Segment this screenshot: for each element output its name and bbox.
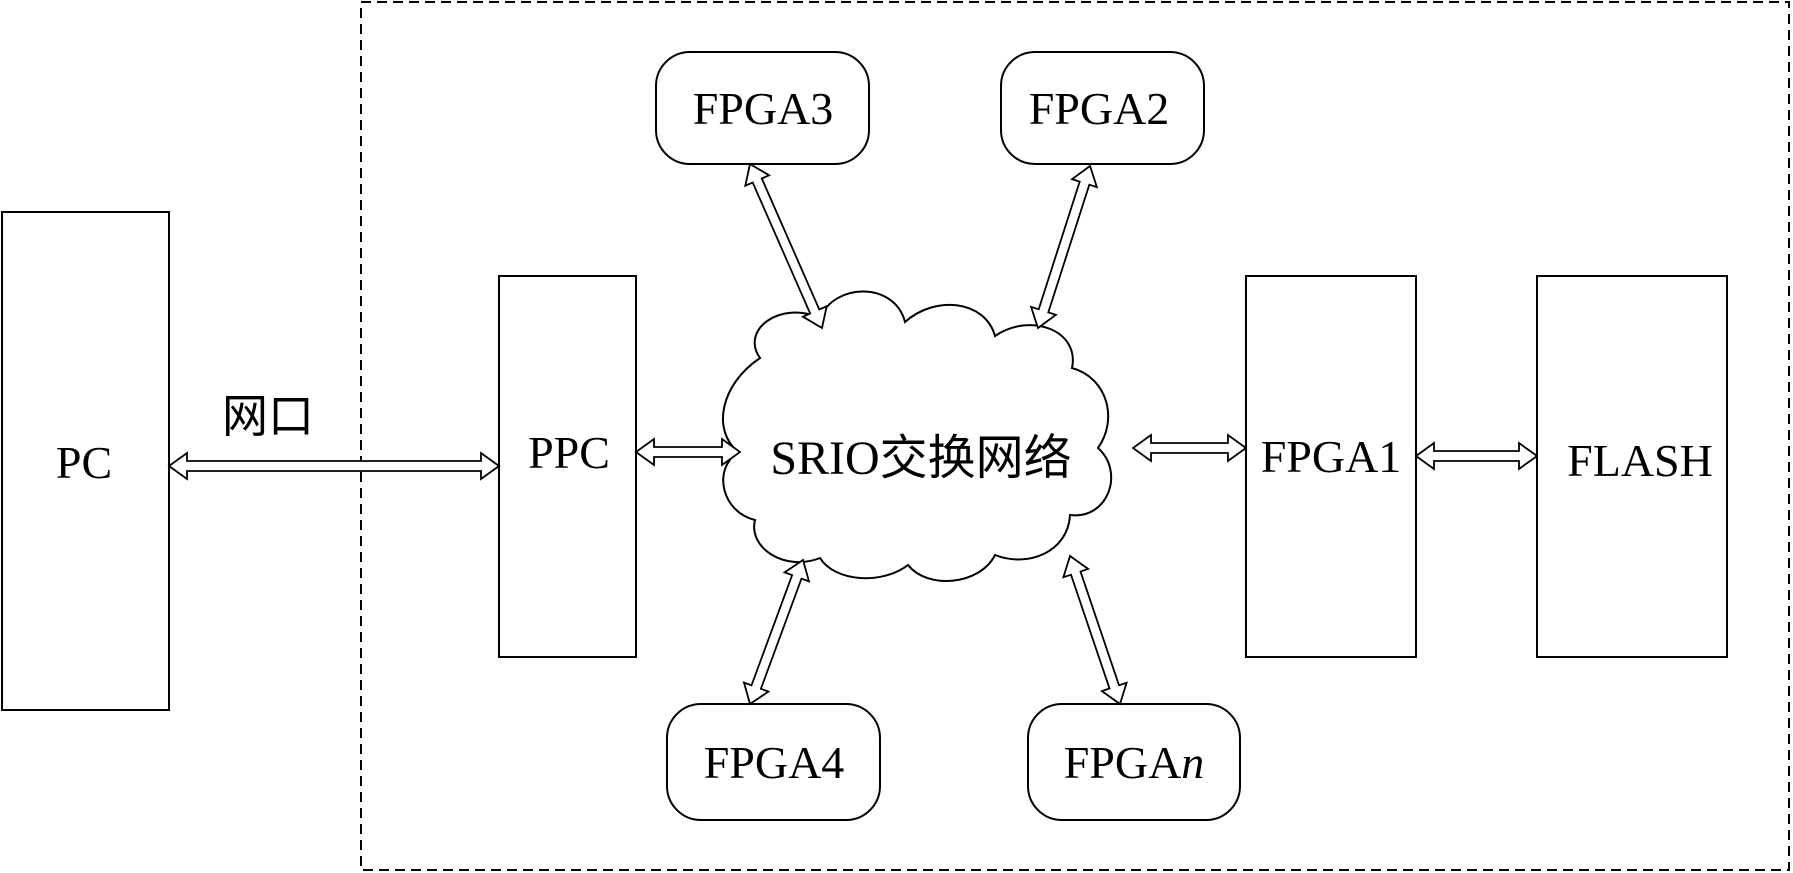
- arrow-fpga1-flash: [1414, 441, 1539, 471]
- arrow-network-fpga1: [1131, 433, 1248, 463]
- arrow-fpga2-network: [1029, 164, 1099, 330]
- fpga1-box: [1245, 275, 1417, 658]
- arrow-pc-ppc: [167, 451, 501, 481]
- arrow-fpgan-network: [1062, 554, 1128, 706]
- fpga2-label: FPGA2: [1029, 83, 1170, 134]
- fpga4-label: FPGA4: [704, 737, 845, 788]
- arrow-fpga3-network: [744, 162, 828, 330]
- arrows-layer: [167, 162, 1539, 706]
- fpga3-label: FPGA3: [693, 83, 834, 134]
- arrow-fpga4-network: [742, 558, 811, 706]
- arrow-ppc-network: [634, 437, 742, 467]
- pc-box: [1, 211, 170, 711]
- board-boundary: [360, 1, 1790, 871]
- fpga4-box: [666, 703, 881, 821]
- pc-label: PC: [56, 437, 112, 488]
- fpgan-label-suffix: n: [1181, 737, 1204, 788]
- ppc-label: PPC: [528, 427, 610, 478]
- fpgan-label: FPGAn: [1064, 737, 1205, 788]
- fpga1-label: FPGA1: [1261, 431, 1402, 482]
- fpga3-box: [655, 51, 870, 165]
- srio-cloud: SRIO交换网络: [722, 290, 1113, 582]
- pc-ppc-link-label: 网口: [222, 391, 314, 442]
- cloud-outline: [722, 290, 1113, 582]
- fpgan-label-prefix: FPGA: [1064, 737, 1182, 788]
- ppc-box: [498, 275, 637, 658]
- flash-label: FLASH: [1567, 435, 1713, 486]
- fpgan-box: [1027, 703, 1241, 821]
- fpga2-box: [1000, 51, 1205, 165]
- flash-box: [1536, 275, 1728, 658]
- network-label: SRIO交换网络: [770, 432, 1071, 485]
